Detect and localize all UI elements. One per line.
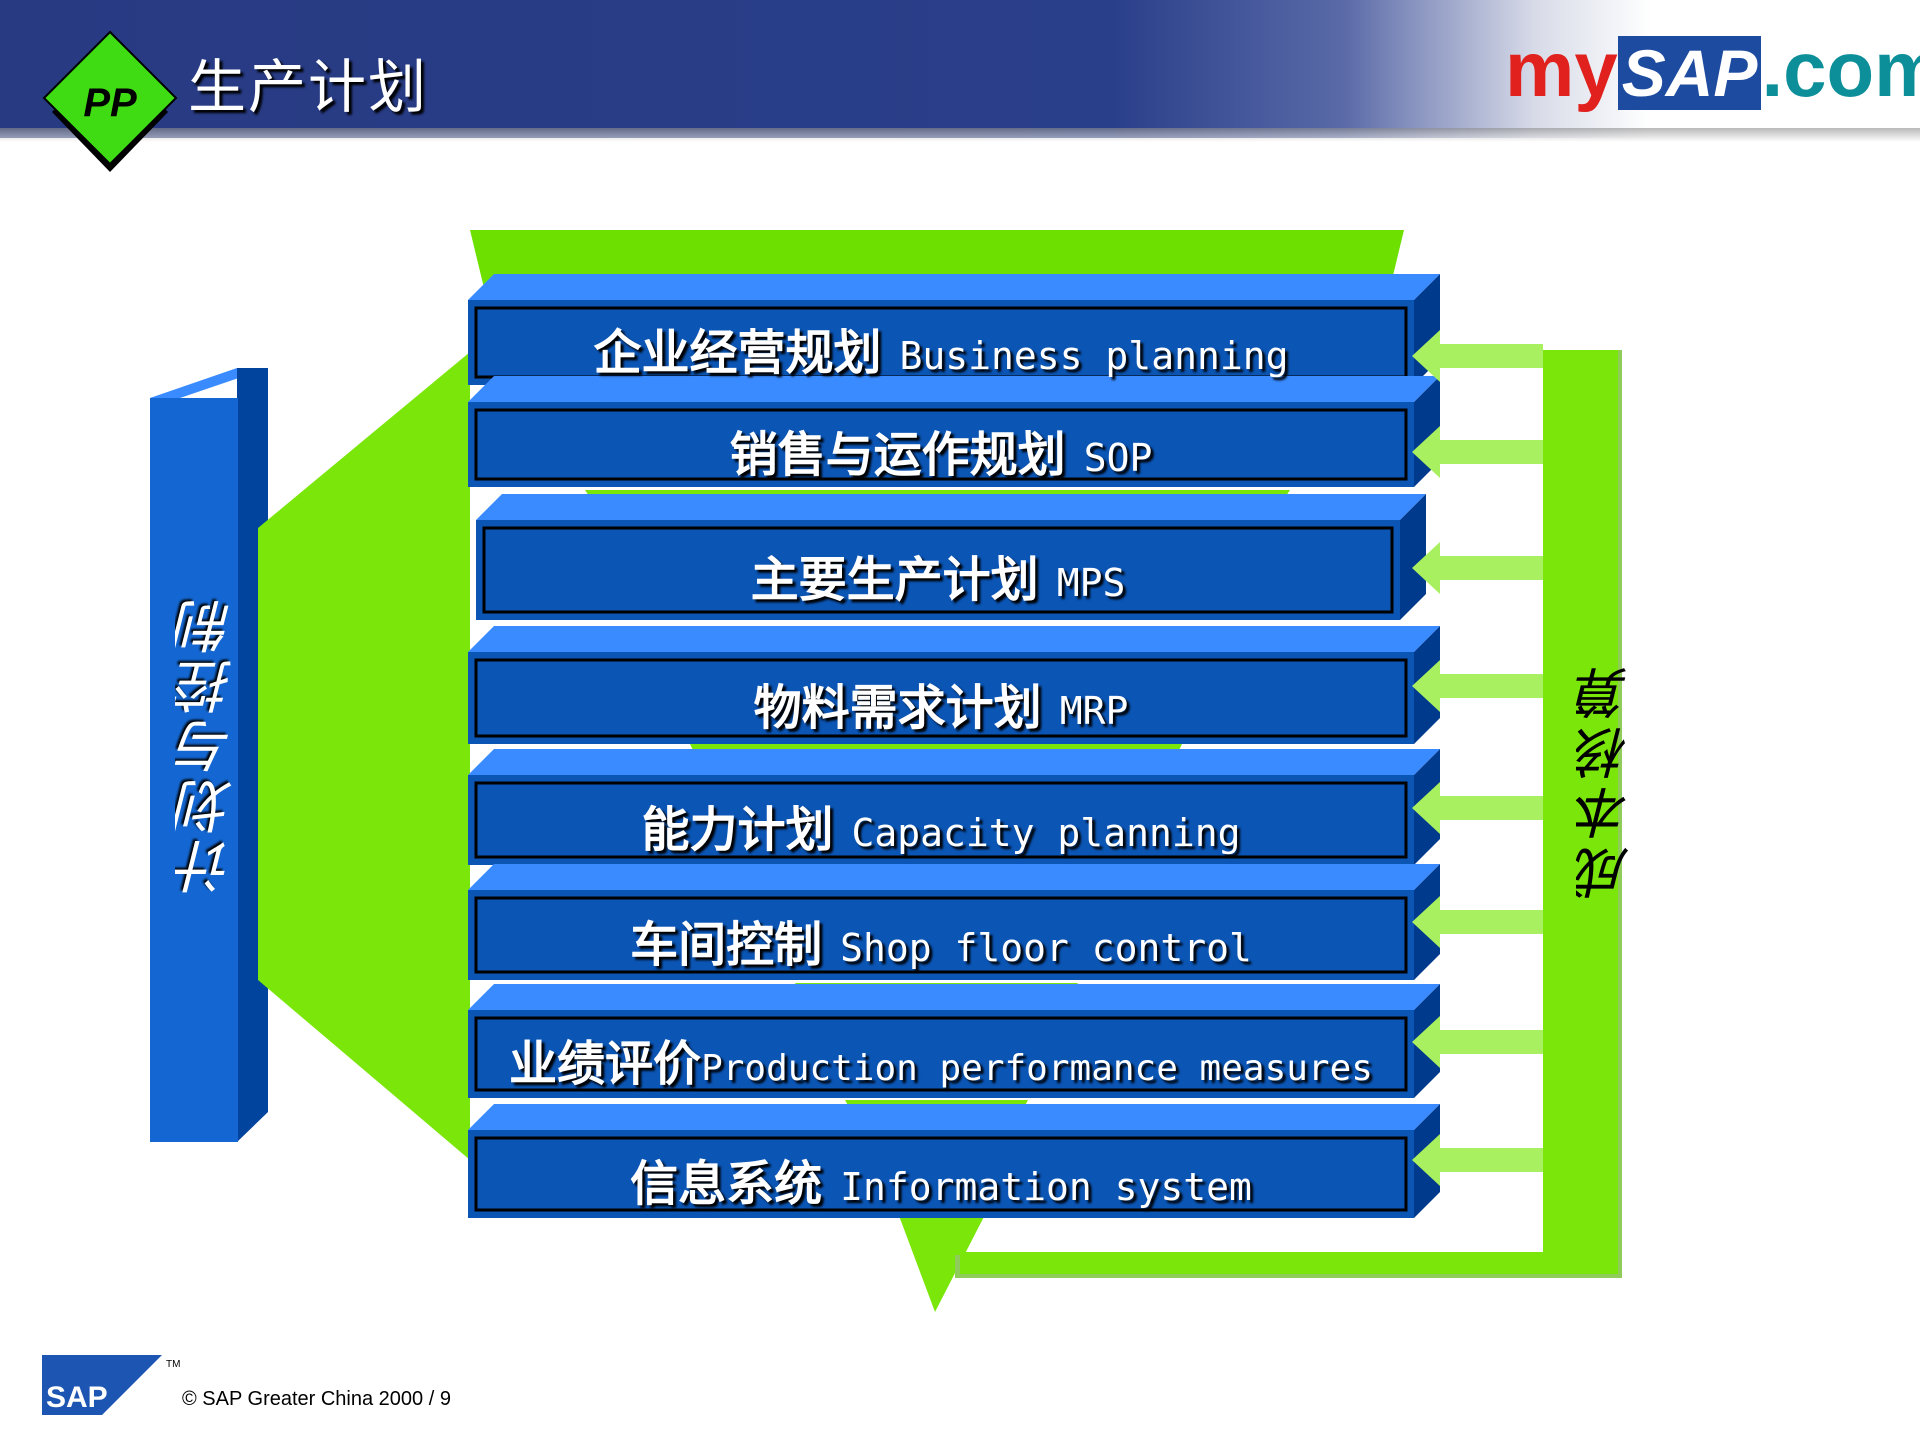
level-label: 业绩评价Production performance measures — [468, 1024, 1414, 1094]
level-label-en: Capacity planning — [851, 811, 1241, 855]
brand-my: my — [1505, 25, 1618, 113]
level-bar-top — [468, 864, 1440, 890]
top-funnel — [470, 230, 1404, 288]
left-bar-front — [150, 398, 238, 1142]
feedback-arrow-icon — [1412, 1134, 1543, 1186]
level-label: 企业经营规划 Business planning — [468, 313, 1414, 383]
page-title: 生产计划 — [188, 53, 429, 121]
level-label-cn: 业绩评价 — [509, 1036, 702, 1092]
brand-sap: SAP — [1617, 36, 1762, 110]
level-label: 车间控制 Shop floor control — [468, 905, 1414, 975]
bottom-funnel — [895, 1205, 990, 1312]
level-bar-border — [474, 658, 1408, 738]
header-shadow — [0, 128, 1920, 142]
level-label-cn: 车间控制 — [630, 917, 823, 973]
feedback-arrow-icon — [1412, 426, 1543, 478]
level-bar-top — [468, 376, 1440, 402]
level-label-en: Production performance measures — [701, 1048, 1373, 1089]
level-label-cn: 能力计划 — [641, 802, 834, 858]
feedback-arrow-icon — [1412, 330, 1543, 382]
level-label-cn: 信息系统 — [630, 1156, 823, 1212]
level-label-en: SOP — [1083, 435, 1153, 480]
level-bar-border — [474, 781, 1408, 859]
left-green-projection — [258, 352, 470, 1160]
level-label: 能力计划 Capacity planning — [468, 790, 1414, 860]
right-bracket — [960, 350, 1618, 1274]
level-bar — [468, 890, 1414, 980]
feedback-arrow-icon — [1412, 896, 1543, 948]
level-bar — [468, 1010, 1414, 1098]
copyright-text: © SAP Greater China 2000 / 9 — [182, 1388, 451, 1410]
level-bar — [468, 1130, 1414, 1218]
sap-logo-text: SAP — [46, 1381, 108, 1414]
level-label-en: MPS — [1056, 561, 1126, 605]
level-bar-top — [468, 626, 1440, 652]
level-label-cn: 销售与运作规划 — [729, 426, 1066, 483]
level-bar-top — [468, 749, 1440, 775]
pp-badge-icon: PP — [42, 30, 178, 172]
header-bar — [0, 0, 1920, 138]
level-label-cn: 主要生产计划 — [750, 552, 1039, 608]
feedback-arrow-icon — [1412, 1016, 1543, 1068]
feedback-arrow-icon — [1412, 782, 1543, 834]
level-bar-top — [468, 984, 1440, 1010]
level-bar-border — [474, 408, 1408, 481]
feedback-arrow-icon — [1412, 660, 1543, 712]
level-label: 信息系统 Information system — [468, 1144, 1414, 1214]
brand-com: .com — [1761, 25, 1920, 113]
sap-logo-tm: TM — [166, 1359, 180, 1370]
level-bar-border — [474, 1136, 1408, 1212]
level-bar-top — [468, 274, 1440, 300]
level-label: 主要生产计划 MPS — [476, 540, 1400, 610]
level-bar — [468, 652, 1414, 744]
level-bar-side — [1400, 494, 1426, 620]
level-label-cn: 物料需求计划 — [753, 680, 1042, 736]
level-bar-border — [474, 1016, 1408, 1092]
planning-control-label: 计划与控制 — [178, 595, 243, 895]
level-label: 物料需求计划 MRP — [468, 668, 1414, 738]
pp-badge-text: PP — [83, 81, 137, 125]
level-label: 销售与运作规划 SOP — [468, 415, 1414, 485]
level-bar — [468, 402, 1414, 487]
mysap-logo: mySAP.com — [1505, 30, 1920, 112]
level-label-en: MRP — [1059, 689, 1129, 733]
level-label-en: Business planning — [899, 333, 1289, 378]
level-bar — [476, 520, 1400, 620]
sap-logo-icon: SAP TM — [42, 1355, 180, 1415]
level-label-cn: 企业经营规划 — [593, 324, 882, 381]
level-label-en: Information system — [840, 1165, 1252, 1209]
level-bar-border — [474, 896, 1408, 974]
level-bar-top — [468, 1104, 1440, 1130]
cost-accounting-label: 成本核算 — [1576, 660, 1639, 900]
level-bar-border — [482, 526, 1394, 614]
feedback-arrow-icon — [1412, 542, 1543, 594]
level-bar — [468, 300, 1414, 385]
level-bar-top — [476, 494, 1426, 520]
level-label-en: Shop floor control — [840, 926, 1252, 970]
level-bar — [468, 775, 1414, 865]
